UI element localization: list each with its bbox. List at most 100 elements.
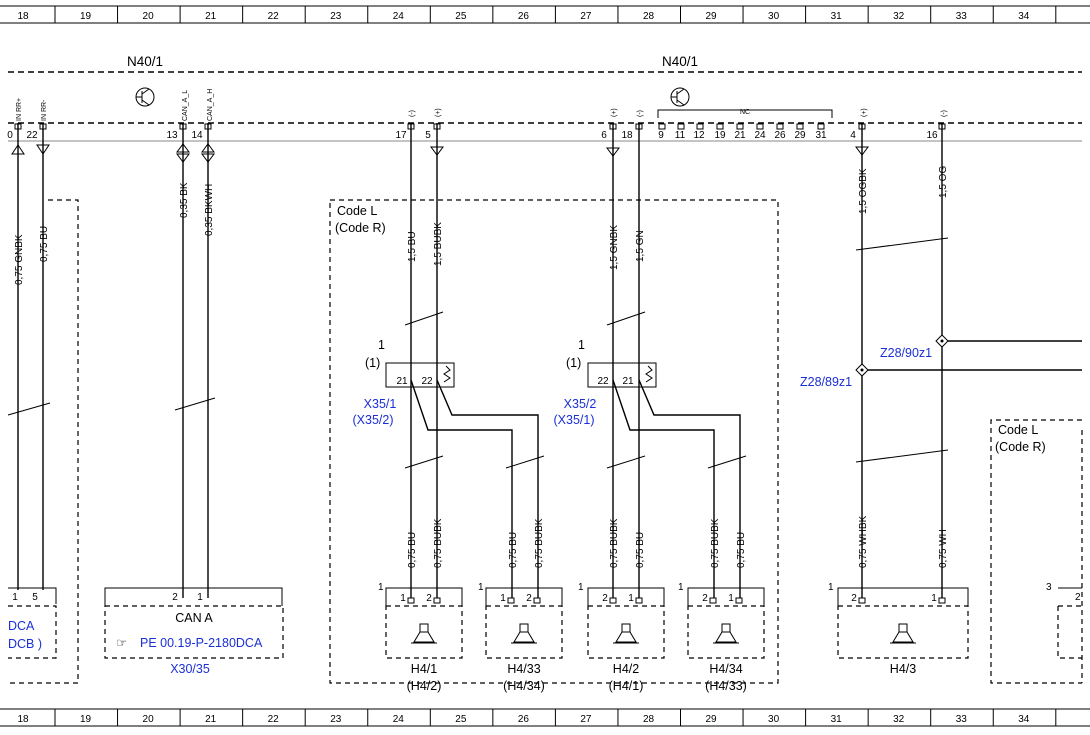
connector-pin: 1 <box>931 593 937 604</box>
grid-label: 22 <box>268 714 280 725</box>
grid-label: 22 <box>268 11 280 22</box>
grid-label: 27 <box>580 714 592 725</box>
pin-numbers: 0 22 13 14 17 5 6 18 9 11 12 19 21 24 26… <box>7 130 938 141</box>
wire-label: 0,35 BKWH <box>204 184 215 236</box>
connector-pin: 21 <box>622 376 634 387</box>
speaker-label: H4/2 <box>613 662 639 676</box>
pin-terminal <box>716 123 724 130</box>
speaker-label-alt: (H4/2) <box>407 679 442 693</box>
speaker: 1 2 1H4/3 <box>828 582 969 676</box>
pin-label: (-) <box>409 110 416 117</box>
module-title-right: N40/1 <box>662 54 698 69</box>
grid-label: 32 <box>893 11 905 22</box>
wire-label: 0,75 BU <box>407 532 418 568</box>
pin-label: IN RR+ <box>16 98 23 121</box>
pin-number: 21 <box>734 130 746 141</box>
grid-label: 30 <box>768 11 780 22</box>
speaker-label: H4/1 <box>411 662 437 676</box>
pin-terminal <box>407 597 415 604</box>
pin-terminal <box>736 123 744 130</box>
connector-pin: 2 <box>851 593 857 604</box>
connector-pin: (1) <box>365 356 380 370</box>
code-l-box: Code L (Code R) <box>329 199 779 684</box>
pin-number: 1 <box>197 592 203 603</box>
pin-terminal <box>938 597 946 604</box>
speaker-group-c: 1,5 OGBK 1,5 OG Z28/90z1 Z28/89z1 0,75 W… <box>800 123 1082 598</box>
pin-number: 24 <box>754 130 766 141</box>
pin-number: 14 <box>191 130 203 141</box>
connector-pin: 1 <box>628 593 634 604</box>
wire-label: 0,75 BUBK <box>710 518 721 568</box>
grid-label: 23 <box>330 11 342 22</box>
pin-number: 29 <box>794 130 806 141</box>
grid-label: 26 <box>518 11 530 22</box>
grid-label: 23 <box>330 714 342 725</box>
pin-number: 0 <box>7 130 13 141</box>
connector-pin: 21 <box>396 376 408 387</box>
pin-terminal <box>735 597 743 604</box>
connector-x35-1-alt: (X35/1) <box>554 413 595 427</box>
wire-label: 0,35 BK <box>179 182 190 218</box>
pin-number: 5 <box>32 592 38 603</box>
grid-label: 18 <box>17 714 29 725</box>
grid-label: 33 <box>956 11 968 22</box>
grid-label: 31 <box>831 11 843 22</box>
pin-terminal <box>756 123 764 130</box>
splice-z28-89: Z28/89z1 <box>800 375 852 389</box>
connector-pin: 1 <box>728 593 734 604</box>
nc-bracket: NC <box>657 109 833 118</box>
pin-label: CAN_A_L <box>182 90 189 121</box>
speaker-label-alt: (H4/34) <box>503 679 545 693</box>
speaker-label: H4/3 <box>890 662 916 676</box>
connector-pin: 1 <box>500 593 506 604</box>
connector-pin: 2 <box>702 593 708 604</box>
code-r-label: (Code R) <box>335 221 386 235</box>
wire-label: 0,75 BU <box>39 226 50 262</box>
pin-number: 22 <box>26 130 38 141</box>
pin-number: 13 <box>166 130 178 141</box>
splice-z28-90: Z28/90z1 <box>880 346 932 360</box>
connector-pin: 1 <box>578 582 584 593</box>
pin-number: 19 <box>714 130 726 141</box>
grid-label: 26 <box>518 714 530 725</box>
pin-number: 5 <box>425 130 431 141</box>
wire-label: 0,75 BUBK <box>534 518 545 568</box>
pin-terminal <box>696 123 704 130</box>
connector-pin: 22 <box>597 376 609 387</box>
grid-label: 34 <box>1018 11 1030 22</box>
speaker-group-b: 1,5 GNBK 1,5 GN 1 (1) 22 21 X35/2 (X35/1… <box>554 123 747 598</box>
pin-terminal <box>709 597 717 604</box>
nc-label: NC <box>740 109 750 116</box>
right-partial-code-box: Code L (Code R) 3 2 <box>990 419 1083 684</box>
connector-pin: 1 <box>478 582 484 593</box>
grid-label: 28 <box>643 11 655 22</box>
pin-number: 1 <box>12 592 18 603</box>
speaker-icon <box>613 623 639 644</box>
module-title-left: N40/1 <box>127 54 163 69</box>
pin-number: 2 <box>1075 592 1081 603</box>
pe-reference-link[interactable]: PE 00.19-P-2180DCA <box>140 636 263 650</box>
speaker-group-a: 1,5 BU 1,5 BUBK 1 (1) 21 22 X35/1 (X35/2… <box>353 123 545 598</box>
pin-terminal <box>776 123 784 130</box>
pin-terminal <box>817 123 825 130</box>
wire-label: 0,75 BUBK <box>433 518 444 568</box>
speaker-label-alt: (H4/33) <box>705 679 747 693</box>
speaker-label: H4/34 <box>709 662 742 676</box>
grid-label: 27 <box>580 11 592 22</box>
wire-label: 0,75 BU <box>736 532 747 568</box>
speaker-icon <box>411 623 437 644</box>
grid-label: 19 <box>80 11 92 22</box>
grid-label: 31 <box>831 714 843 725</box>
speaker-housing <box>485 605 563 659</box>
grid-label: 25 <box>455 11 467 22</box>
grid-label: 21 <box>205 11 217 22</box>
connector-pin: 1 <box>828 582 834 593</box>
connector-pin: 2 <box>526 593 532 604</box>
code-r-label: (Code R) <box>995 440 1046 454</box>
pin-terminal <box>433 597 441 604</box>
